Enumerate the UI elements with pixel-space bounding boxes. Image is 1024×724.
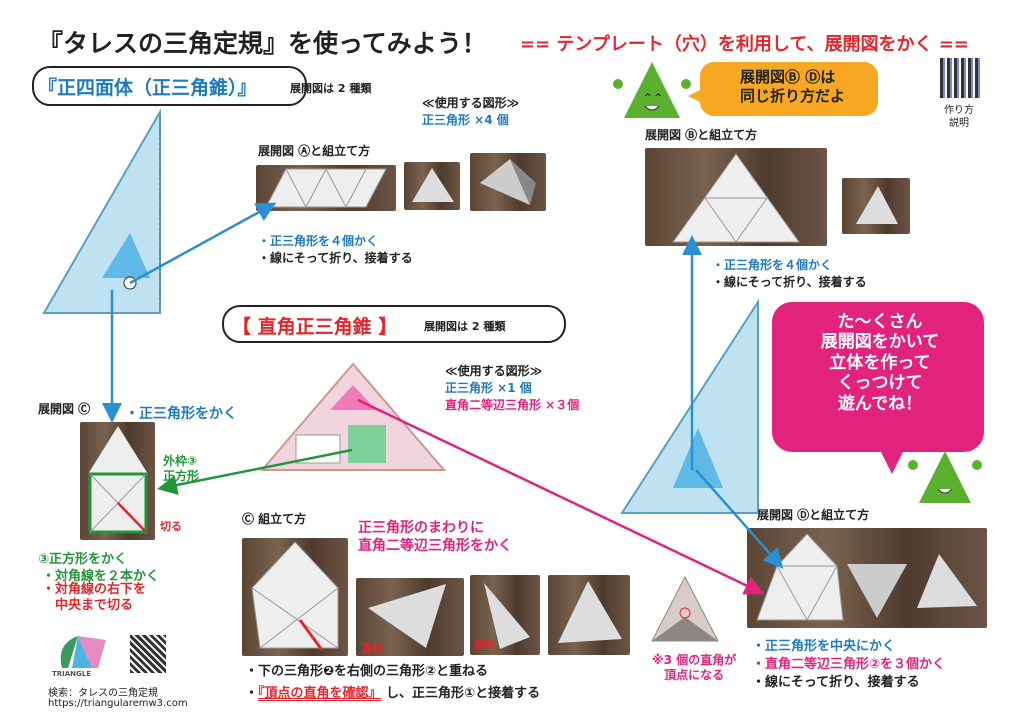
netD-step1: ・正三角形を中央にかく <box>752 639 896 654</box>
shapes-1-item: 正三角形 ×4 個 <box>422 113 509 127</box>
netC-cut-step: ・対角線の右下を 中央まで切る <box>42 582 147 614</box>
set-square-image <box>42 108 161 314</box>
outer-square-label: 外枠③ 正方形 <box>163 454 200 483</box>
footer-search: 検索：タレスの三角定規 <box>48 688 158 699</box>
netB-result-photo <box>842 178 910 234</box>
pyramid-photo <box>648 573 722 645</box>
page-subtitle: == テンプレート（穴）を利用して、展開図をかく == <box>520 34 969 55</box>
page-title: 『タレスの三角定規』を使ってみよう！ <box>38 29 487 58</box>
netD-step3: ・線にそって折り、接着する <box>752 675 920 690</box>
pink-bubble-tail <box>880 450 904 474</box>
netB-step2: ・線にそって折り、接着する <box>712 275 867 289</box>
shapes-2-item2: 直角二等辺三角形 ×３個 <box>445 398 580 412</box>
shapes-heading-2: ≪使用する図形≫ <box>445 364 543 378</box>
bullet: ・ <box>245 686 259 701</box>
qr-label: 作り方 説明 <box>944 105 974 129</box>
netA-photo <box>256 165 396 211</box>
netC-square-step: ③正方形をかく <box>38 552 128 567</box>
assemble-note: 正三角形のまわりに 直角二等辺三角形をかく <box>358 520 512 554</box>
logo-text: TRIANGLE <box>52 670 92 678</box>
speech-bubble-tail <box>688 88 704 104</box>
netA-result-photo <box>470 153 546 211</box>
cut-label: 切る <box>160 520 182 533</box>
netB-heading: 展開図 Ⓑと組立て方 <box>645 128 758 142</box>
section2-title: 【 直角正三角錐 】 <box>232 316 398 338</box>
right-angle-label: 直角 <box>362 644 382 655</box>
netC-step1: ・正三角形をかく <box>125 406 237 422</box>
assemble-heading: Ⓒ 組立て方 <box>242 512 307 526</box>
assemble-step2-emphasis: 『頂点の直角を確認』 <box>258 686 382 701</box>
netD-heading: 展開図 Ⓓと組立て方 <box>757 508 870 522</box>
netC-photo <box>80 422 155 540</box>
assemble-photo-1 <box>242 538 348 656</box>
netA-fold-photo <box>404 162 460 210</box>
section1-count: 展開図は 2 種類 <box>290 82 372 95</box>
svg-text:^ ^: ^ ^ <box>644 93 662 103</box>
qr-code[interactable] <box>940 58 980 98</box>
section1-title: 『正四面体（正三角錐）』 <box>38 77 257 99</box>
assemble-photo-4 <box>548 575 630 655</box>
pink-bubble-text: た～くさん 展開図をかいて 立体を作って くっつけて 遊んでね！ <box>820 312 940 414</box>
footer-qr-code[interactable] <box>130 635 166 673</box>
section2-title-box <box>222 305 566 343</box>
set-square-image-middle <box>259 362 447 471</box>
shapes-heading-1: ≪使用する図形≫ <box>422 96 520 110</box>
netC-diagonal-step: ・対角線を２本かく <box>42 569 160 584</box>
right-angle-note: ※3 個の直角が 頂点になる <box>652 653 737 682</box>
assemble-step2-rest: し、正三角形①と接着する <box>381 686 541 701</box>
netA-heading: 展開図 Ⓐと組立て方 <box>258 144 371 158</box>
pink-speech-bubble <box>772 302 984 452</box>
section2-count: 展開図は 2 種類 <box>424 320 506 333</box>
assemble-step1: ・下の三角形❷を右側の三角形②と重ねる <box>245 664 489 679</box>
shapes-2-item1: 正三角形 ×1 個 <box>445 381 532 395</box>
footer-url[interactable]: https://triangularemw3.com <box>48 698 188 709</box>
netA-step1: ・正三角形を４個かく <box>258 234 379 248</box>
mascot-icon-2 <box>908 451 982 503</box>
section1-title-box <box>32 66 307 106</box>
speech-bubble <box>700 62 878 116</box>
netB-step1: ・正三角形を４個かく <box>712 258 833 272</box>
triangle-logo <box>60 636 106 668</box>
mascot-icon: ^ ^ <box>613 62 691 118</box>
netC-heading: 展開図 Ⓒ <box>38 402 91 416</box>
assemble-step2: ・『頂点の直角を確認』 し、正三角形①と接着する <box>245 682 540 701</box>
netA-step2: ・線にそって折り、接着する <box>258 251 413 265</box>
speech-bubble-text: 展開図Ⓑ Ⓓは 同じ折り方だよ <box>740 68 846 105</box>
right-angle-label-2: 直角 <box>474 640 494 651</box>
netB-photo <box>645 148 827 246</box>
netD-photo <box>747 528 987 628</box>
netD-step2: ・直角二等辺三角形②を３個かく <box>752 657 946 672</box>
set-square-image-right <box>620 298 759 514</box>
